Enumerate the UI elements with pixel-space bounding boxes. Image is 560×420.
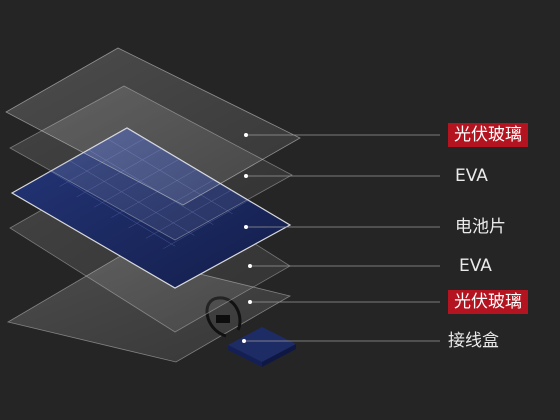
label-eva-bottom: EVA: [459, 256, 492, 276]
label-glass-bottom: 光伏玻璃: [448, 290, 528, 314]
label-cells: 电池片: [455, 217, 506, 237]
label-glass-top: 光伏玻璃: [448, 123, 528, 147]
leader-dots: [242, 133, 252, 343]
glass-top-layer: [5, 47, 301, 206]
leader-lines: [244, 134, 440, 342]
label-eva-top: EVA: [455, 166, 488, 186]
label-junction-box: 接线盒: [448, 331, 499, 351]
